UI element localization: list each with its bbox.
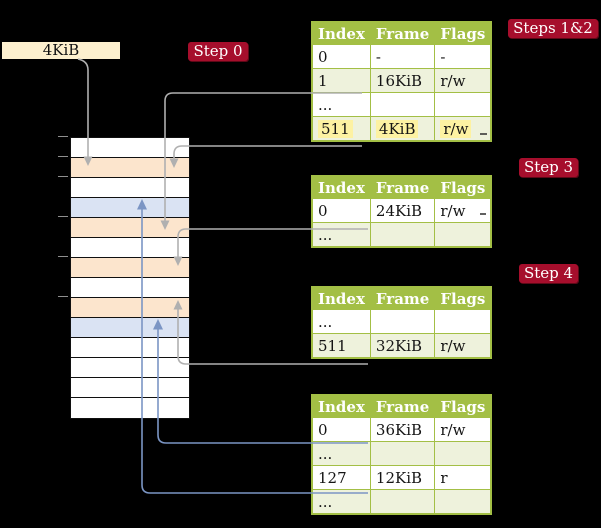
page-table-step-4: Index Frame Flags ... 511 32KiB r/w <box>311 286 493 359</box>
memory-frame-row-blue <box>71 198 189 218</box>
cell-flags <box>434 92 492 117</box>
cell-frame: 4KiB <box>369 116 436 142</box>
table-row-recursive-entry: 511 4KiB r/w <box>311 116 492 142</box>
table-row: ... <box>311 222 492 248</box>
memory-frame-row-peach <box>71 258 189 278</box>
col-header-flags: Flags <box>434 21 492 45</box>
page-table-final-level: Index Frame Flags 0 36KiB r/w ... 127 12… <box>311 394 493 515</box>
col-header-frame: Frame <box>369 175 436 199</box>
memory-tick <box>58 156 68 157</box>
memory-frame-row-peach <box>71 158 189 178</box>
table-row: 127 12KiB r <box>311 465 492 490</box>
cell-index: 1 <box>311 68 371 93</box>
memory-frame-row-peach <box>71 218 189 238</box>
cell-frame: 36KiB <box>369 417 436 442</box>
cell-index: 0 <box>311 44 371 69</box>
cell-frame <box>369 441 436 466</box>
memory-frame-row-white <box>71 378 189 398</box>
cell-frame: 12KiB <box>369 465 436 490</box>
cell-flags: r/w <box>434 198 492 223</box>
memory-frame-row-white <box>71 278 189 298</box>
memory-tick <box>58 296 68 297</box>
cell-flags: r/w <box>434 116 492 142</box>
memory-tick <box>58 136 68 137</box>
cell-index: ... <box>311 441 371 466</box>
table-row: 0 24KiB r/w <box>311 198 492 223</box>
cell-index: ... <box>311 92 371 117</box>
cell-frame: - <box>369 44 436 69</box>
memory-tick <box>58 176 68 177</box>
table-row: ... <box>311 92 492 117</box>
table-header-row: Index Frame Flags <box>311 286 492 310</box>
cell-frame <box>369 489 436 515</box>
memory-tick <box>58 256 68 257</box>
table-row: 0 - - <box>311 44 492 69</box>
cell-flags: r <box>434 465 492 490</box>
memory-column <box>70 137 190 419</box>
memory-frame-row-white <box>71 238 189 258</box>
highlighted-value: 511 <box>318 119 353 138</box>
cell-index: 511 <box>311 333 371 359</box>
highlighted-value: r/w <box>440 119 472 138</box>
step-3-badge: Step 3 <box>519 158 578 177</box>
cell-index: ... <box>311 309 371 334</box>
col-header-frame: Frame <box>369 286 436 310</box>
frame-size-label: 4KiB <box>2 42 120 59</box>
table-header-row: Index Frame Flags <box>311 394 492 418</box>
highlighted-value: 4KiB <box>375 119 419 138</box>
table-row: 1 16KiB r/w <box>311 68 492 93</box>
cell-frame <box>369 309 436 334</box>
cell-index: 511 <box>311 116 371 142</box>
col-header-index: Index <box>311 175 371 199</box>
table-row: 511 32KiB r/w <box>311 333 492 359</box>
memory-tick <box>58 216 68 217</box>
table-row: ... <box>311 309 492 334</box>
col-header-frame: Frame <box>369 394 436 418</box>
col-header-index: Index <box>311 286 371 310</box>
cell-index: ... <box>311 489 371 515</box>
cell-flags <box>434 489 492 515</box>
steps-1-2-badge: Steps 1&2 <box>508 19 598 38</box>
table-row: 0 36KiB r/w <box>311 417 492 442</box>
table-row: ... <box>311 489 492 515</box>
page-table-step-3: Index Frame Flags 0 24KiB r/w ... <box>311 175 493 248</box>
cell-flags <box>434 309 492 334</box>
memory-frame-row-white <box>71 338 189 358</box>
memory-frame-row-white <box>71 178 189 198</box>
col-header-flags: Flags <box>434 394 492 418</box>
table-header-row: Index Frame Flags <box>311 175 492 199</box>
cell-frame <box>369 92 436 117</box>
table-row: ... <box>311 441 492 466</box>
cell-flags: r/w <box>434 333 492 359</box>
step-0-badge: Step 0 <box>188 42 248 61</box>
cell-index: 0 <box>311 417 371 442</box>
memory-frame-row-white <box>71 138 189 158</box>
cell-flags: r/w <box>434 68 492 93</box>
cell-frame: 24KiB <box>369 198 436 223</box>
cell-frame <box>369 222 436 248</box>
cell-flags <box>434 222 492 248</box>
memory-frame-row-peach <box>71 298 189 318</box>
table-header-row: Index Frame Flags <box>311 21 492 45</box>
cell-frame: 16KiB <box>369 68 436 93</box>
page-table-steps-1-2: Index Frame Flags 0 - - 1 16KiB r/w ... … <box>311 21 493 142</box>
cell-frame: 32KiB <box>369 333 436 359</box>
cell-index: ... <box>311 222 371 248</box>
cell-flags: r/w <box>434 417 492 442</box>
col-header-flags: Flags <box>434 175 492 199</box>
step-4-badge: Step 4 <box>519 264 578 283</box>
cell-index: 0 <box>311 198 371 223</box>
memory-frame-row-blue <box>71 318 189 338</box>
col-header-frame: Frame <box>369 21 436 45</box>
col-header-index: Index <box>311 21 371 45</box>
col-header-index: Index <box>311 394 371 418</box>
cell-flags: - <box>434 44 492 69</box>
arrow-entry511-to-4kib-frame <box>173 145 362 159</box>
cell-index: 127 <box>311 465 371 490</box>
cell-flags <box>434 441 492 466</box>
col-header-flags: Flags <box>434 286 492 310</box>
memory-frame-row-white <box>71 358 189 378</box>
memory-frame-row-white <box>71 398 189 418</box>
